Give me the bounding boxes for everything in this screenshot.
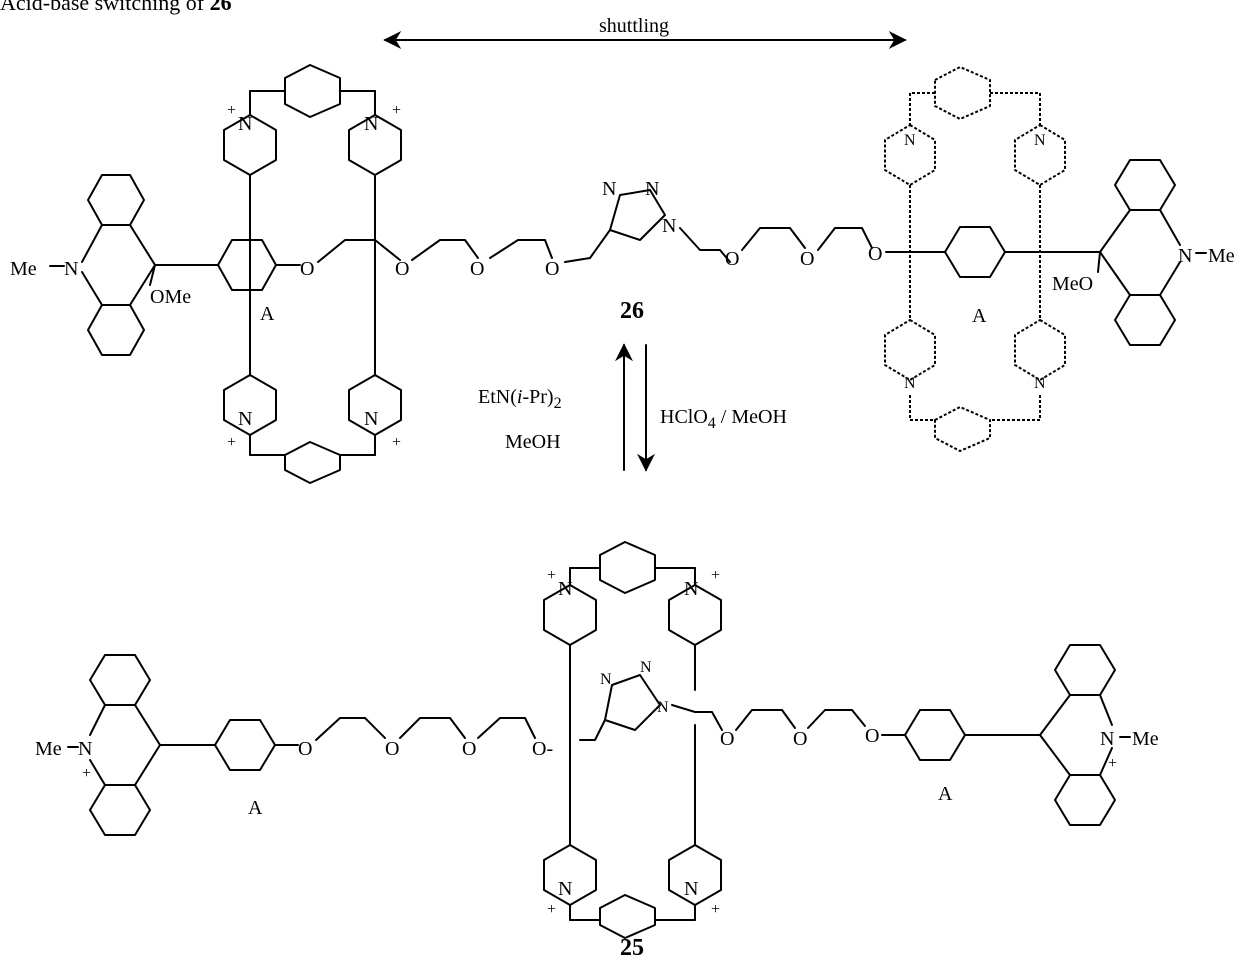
o-label: O [793,728,807,750]
station-a-label: A [972,305,987,327]
n-label: N [64,258,78,280]
peg-chain-top: O O O O N N N O O O [275,178,946,280]
me-label: Me [10,258,37,280]
n-label: N [78,738,92,760]
o-label: O [298,738,312,760]
n-label: N [1034,132,1046,149]
n-plus-label: N [684,878,698,900]
o-label: O [300,258,314,280]
n-label: N [600,671,612,688]
o-label: O [865,725,879,747]
base-solvent-label: MeOH [505,431,561,453]
o-label: O [462,738,476,760]
n-plus-label: N [238,113,252,135]
plus-label: + [711,901,720,918]
caption-text: Acid-base switching of 26 [0,0,232,15]
phenylene-left-bottom: A O [214,719,312,819]
o-minus-label: O- [532,738,553,760]
acridane-stopper-right: N Me MeO [1052,159,1235,346]
n-plus-label: N [238,408,252,430]
n-label: N [1034,375,1046,392]
o-label: O [720,728,734,750]
plus-label: + [1108,755,1117,772]
n-label: N [602,178,616,200]
molecule-26: Me N OMe A N + N + N + [10,64,1235,484]
equilibrium-arrows: EtN(i-Pr)2 MeOH HClO4 / MeOH [478,343,787,472]
me-label: Me [35,738,62,760]
plus-label: + [392,102,401,119]
acridane-stopper-left: Me N OMe [10,174,219,356]
o-label: O [385,738,399,760]
n-label: N [645,178,659,200]
compound-25-label: 25 [620,935,644,961]
compound-26-label: 26 [620,298,644,324]
phenylene-right-bottom: A [904,709,1041,805]
cyclophane-right-dashed: N N N N [884,65,1066,453]
me-label: Me [1132,728,1159,750]
shuttling-arrow: shuttling [383,15,907,49]
shuttling-label: shuttling [599,15,669,37]
plus-label: + [547,901,556,918]
o-label: O [545,258,559,280]
n-label: N [657,699,669,716]
plus-label: + [711,567,720,584]
plus-label: + [547,567,556,584]
n-plus-label: N [558,878,572,900]
cyclophane-left: N + N + N + N + [223,64,402,484]
n-label: N [904,132,916,149]
n-label: N [1178,245,1192,267]
peg-chain-bottom: O O O- N N N O O O [315,659,906,760]
acridinium-stopper-left: Me N + [35,654,216,836]
molecule-25: Me N + A O O O O- N N N O [35,541,1159,961]
n-plus-label: N [364,408,378,430]
n-plus-label: N [684,578,698,600]
base-reagent-label: EtN(i-Pr)2 [478,386,562,412]
n-label: N [904,375,916,392]
me-label: Me [1208,245,1235,267]
n-plus-label: N [558,578,572,600]
station-a-label: A [248,797,263,819]
n-plus-label: N [364,113,378,135]
plus-label: + [392,434,401,451]
n-label: N [662,215,676,237]
station-a-label: A [938,783,953,805]
n-label: N [640,659,652,676]
o-label: O [725,248,739,270]
cyclophane-bottom: N + N + N + N + [543,541,722,939]
station-a-label: A [260,303,275,325]
plus-label: + [227,434,236,451]
n-label: N [1100,728,1114,750]
o-label: O [800,248,814,270]
phenylene-left: A [217,239,277,325]
phenylene-right: A [944,226,1101,327]
o-label: O [868,243,882,265]
acid-reagent-label: HClO4 / MeOH [660,406,787,432]
plus-label: + [82,765,91,782]
plus-label: + [227,102,236,119]
meo-label: MeO [1052,273,1093,295]
o-label: O [395,258,409,280]
acridinium-stopper-right: N + Me [1039,644,1159,826]
ome-label: OMe [150,286,191,308]
caption: Acid-base switching of 26 [0,0,700,20]
o-label: O [470,258,484,280]
